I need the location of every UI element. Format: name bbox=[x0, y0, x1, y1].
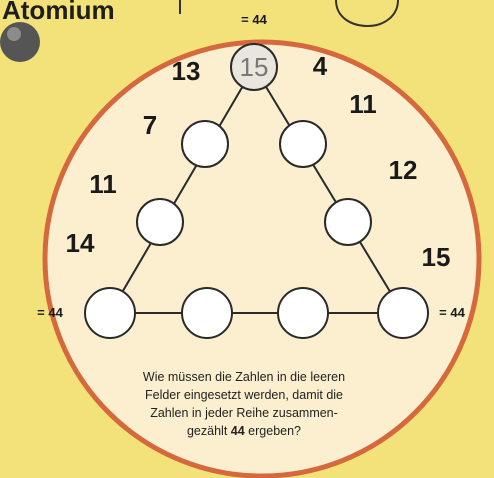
left-number-1: 13 bbox=[172, 56, 201, 86]
left-number-3: 11 bbox=[89, 169, 117, 199]
question-target-sum: 44 bbox=[230, 424, 245, 438]
puzzle-question: Wie müssen die Zahlen in die leeren Feld… bbox=[96, 368, 392, 440]
circle-left-upper[interactable] bbox=[181, 120, 229, 168]
right-number-4: 15 bbox=[422, 242, 451, 272]
circle-bottom-left[interactable] bbox=[84, 287, 136, 339]
circle-bottom-right[interactable] bbox=[377, 287, 429, 339]
right-number-2: 11 bbox=[349, 89, 377, 119]
circle-right-lower[interactable] bbox=[324, 198, 372, 246]
puzzle-disc bbox=[42, 39, 482, 478]
question-line-2: Felder eingesetzt werden, damit die bbox=[144, 388, 344, 402]
top-arc-decoration bbox=[335, 0, 399, 28]
left-number-2: 7 bbox=[143, 110, 157, 140]
apex-circle-number: 15 bbox=[240, 52, 269, 82]
triangle-right-edge bbox=[253, 66, 404, 314]
circle-left-lower[interactable] bbox=[136, 198, 184, 246]
right-number-3: 12 bbox=[389, 155, 418, 185]
question-line-4-post: ergeben? bbox=[248, 424, 301, 438]
circle-apex bbox=[230, 43, 278, 91]
question-line-1: Wie müssen die Zahlen in die leeren bbox=[142, 370, 346, 384]
triangle-left-edge bbox=[109, 66, 255, 314]
circle-right-upper[interactable] bbox=[279, 120, 327, 168]
right-number-1: 4 bbox=[313, 51, 328, 81]
sum-label-right: = 44 bbox=[439, 305, 465, 320]
page-title: Atomium bbox=[2, 0, 115, 25]
left-number-4: 14 bbox=[66, 228, 95, 258]
circle-bottom-mid-left[interactable] bbox=[181, 287, 233, 339]
gray-ball-decoration bbox=[0, 22, 40, 62]
sum-label-left: = 44 bbox=[37, 305, 63, 320]
sum-label-top: = 44 bbox=[241, 12, 267, 27]
question-line-4-pre: gezählt bbox=[186, 424, 228, 438]
circle-bottom-mid-right[interactable] bbox=[277, 287, 329, 339]
question-line-3: Zahlen in jeder Reihe zusammen- bbox=[150, 406, 338, 420]
